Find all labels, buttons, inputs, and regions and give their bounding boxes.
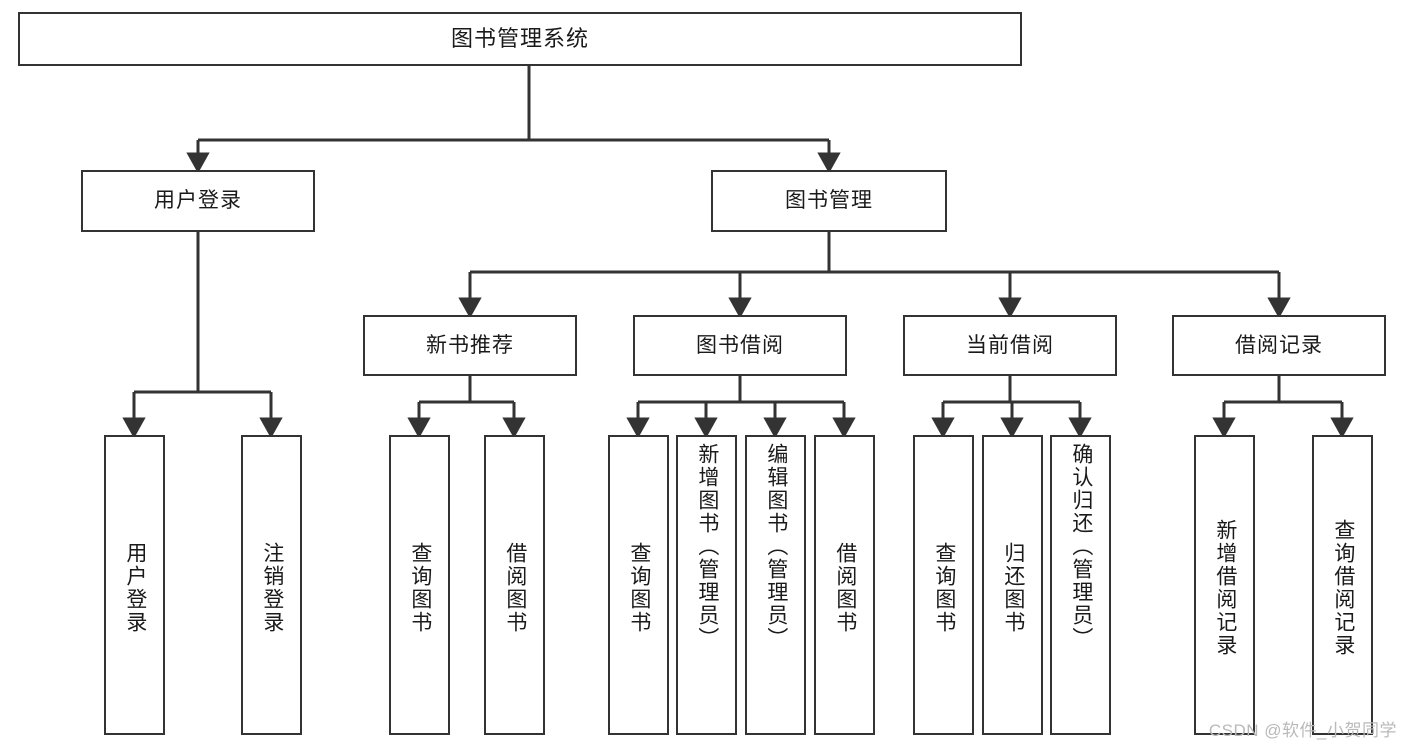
leaf-user-login-label: 用户登录 [123,542,147,634]
node-user-login[interactable]: 用户登录 [81,170,315,232]
leaf-user-logout[interactable]: 注销登录 [241,435,302,735]
node-borrow-record-label: 借阅记录 [1235,333,1323,357]
leaf-add-borrow-record[interactable]: 新增借阅记录 [1194,435,1255,735]
node-borrow-record[interactable]: 借阅记录 [1172,315,1386,376]
leaf-query-book-borrow-label: 查询图书 [627,542,651,634]
node-book-borrow-label: 图书借阅 [696,333,784,357]
leaf-return-book[interactable]: 归还图书 [982,435,1043,735]
leaf-query-borrow-record[interactable]: 查询借阅记录 [1312,435,1373,735]
leaf-borrow-book-recommend-label: 借阅图书 [503,542,527,634]
node-current-borrow-label: 当前借阅 [966,333,1054,357]
leaf-add-book-admin[interactable]: 新增图书（管理员） [676,435,737,735]
leaf-query-book-current-label: 查询图书 [932,542,956,634]
node-book-manage[interactable]: 图书管理 [711,170,947,232]
node-user-login-label: 用户登录 [154,189,242,213]
node-current-borrow[interactable]: 当前借阅 [903,315,1117,376]
leaf-query-book-borrow[interactable]: 查询图书 [608,435,669,735]
node-new-book-recommend[interactable]: 新书推荐 [363,315,577,376]
leaf-query-book-recommend[interactable]: 查询图书 [389,435,450,735]
node-book-borrow[interactable]: 图书借阅 [633,315,847,376]
leaf-return-book-label: 归还图书 [1001,542,1025,634]
leaf-confirm-return-admin[interactable]: 确认归还（管理员） [1050,435,1111,735]
leaf-confirm-return-admin-label: 确认归还（管理员） [1069,443,1093,650]
leaf-query-book-recommend-label: 查询图书 [408,542,432,634]
csdn-watermark: CSDN @软件_小贺同学 [1208,721,1397,740]
leaf-edit-book-admin-label: 编辑图书（管理员） [764,443,788,650]
node-new-book-recommend-label: 新书推荐 [426,333,514,357]
leaf-add-book-admin-label: 新增图书（管理员） [695,443,719,650]
node-root-system[interactable]: 图书管理系统 [18,12,1022,66]
leaf-query-borrow-record-label: 查询借阅记录 [1331,519,1355,657]
node-book-manage-label: 图书管理 [785,189,873,213]
leaf-borrow-book-recommend[interactable]: 借阅图书 [484,435,545,735]
leaf-add-borrow-record-label: 新增借阅记录 [1213,519,1237,657]
leaf-query-book-current[interactable]: 查询图书 [913,435,974,735]
leaf-borrow-book-borrow-label: 借阅图书 [833,542,857,634]
leaf-user-login[interactable]: 用户登录 [104,435,165,735]
leaf-borrow-book-borrow[interactable]: 借阅图书 [814,435,875,735]
leaf-user-logout-label: 注销登录 [260,542,284,634]
node-root-system-label: 图书管理系统 [450,25,589,51]
leaf-edit-book-admin[interactable]: 编辑图书（管理员） [745,435,806,735]
